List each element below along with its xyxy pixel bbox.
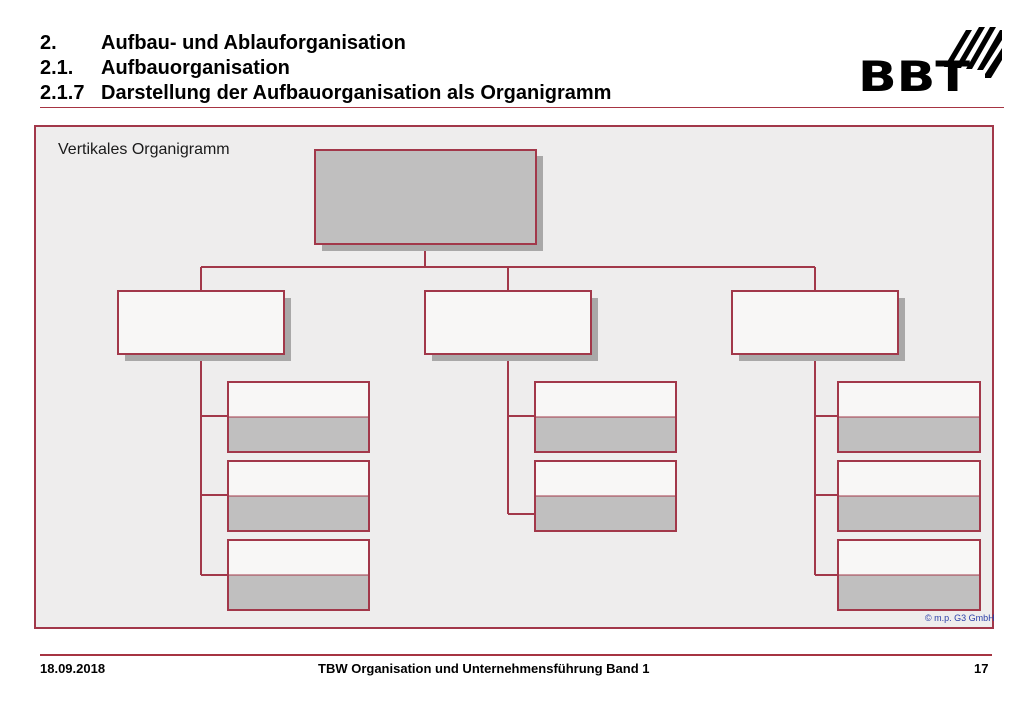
subunit-box	[227, 539, 370, 611]
subunit-box	[837, 460, 981, 532]
logo-text: BBT	[858, 52, 970, 98]
header-divider	[40, 107, 1004, 108]
footer-title: TBW Organisation und Unternehmensführung…	[318, 661, 650, 676]
heading-text: Aufbauorganisation	[101, 57, 290, 79]
subunit-box	[837, 381, 981, 453]
subunit-box	[227, 460, 370, 532]
heading-number: 2.	[40, 32, 57, 54]
diagram-title: Vertikales Organigramm	[58, 141, 230, 158]
footer-divider	[40, 654, 992, 656]
heading-number: 2.1.	[40, 57, 74, 79]
subunit-box	[227, 381, 370, 453]
footer-date: 18.09.2018	[40, 661, 106, 676]
subunit-box	[534, 460, 677, 532]
department-box-2	[424, 290, 598, 361]
department-box-3	[731, 290, 905, 361]
heading-line-1: 2. Aufbau- und Ablauforganisation	[40, 31, 406, 55]
department-box-1	[117, 290, 291, 361]
footer-page-number: 17	[974, 661, 989, 676]
heading-text: Darstellung der Aufbauorganisation als O…	[101, 82, 612, 104]
top-box	[314, 149, 543, 251]
heading-text: Aufbau- und Ablauforganisation	[101, 32, 406, 54]
heading-line-2: 2.1. Aufbauorganisation	[40, 56, 290, 80]
bbt-logo: BBT	[858, 27, 1002, 98]
subunit-box	[837, 539, 981, 611]
subunit-box	[534, 381, 677, 453]
copyright-note: © m.p. G3 GmbH	[925, 613, 995, 623]
heading-line-3: 2.1.7 Darstellung der Aufbauorganisation …	[40, 81, 611, 105]
heading-number: 2.1.7	[40, 82, 85, 104]
